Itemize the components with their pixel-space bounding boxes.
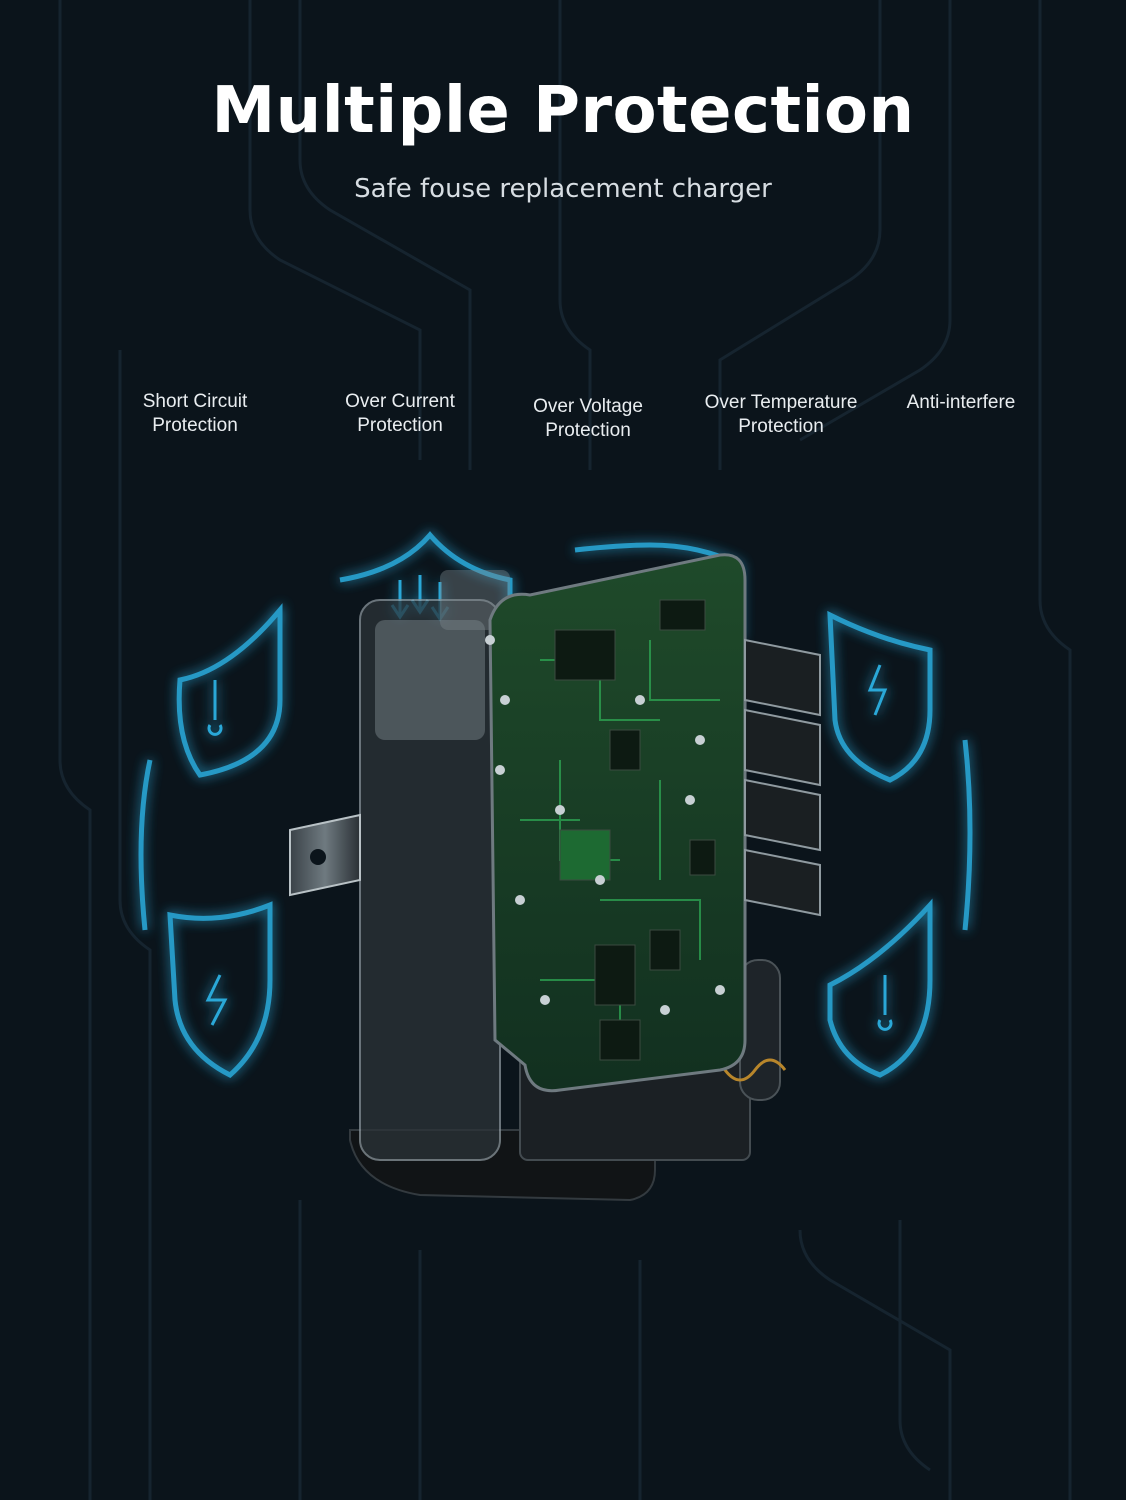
feature-label-line2: Protection: [545, 420, 631, 441]
feature-label-line2: Protection: [152, 415, 238, 436]
charger-illustration: [138, 531, 973, 1202]
shield-thermometer-icon: [176, 603, 283, 778]
feature-over-voltage: Over Voltage Protection: [493, 395, 683, 443]
feature-label-line2: Protection: [738, 416, 824, 437]
shield-lightning-icon: [827, 610, 933, 783]
feature-label-line2: Protection: [357, 415, 443, 436]
page-subtitle: Safe fouse replacement charger: [354, 174, 772, 204]
page-title: Multiple Protection: [211, 74, 915, 148]
feature-short-circuit: Short Circuit Protection: [100, 390, 290, 438]
feature-anti-interfere: Anti-interfere: [866, 391, 1056, 415]
protection-feature-list: Short Circuit Protection Over Current Pr…: [0, 390, 1126, 460]
shield-down-arrows-icon: [339, 531, 513, 640]
shield-lightning-icon: [167, 901, 273, 1078]
feature-label-line1: Short Circuit: [142, 391, 248, 412]
feature-label-line1: Over Voltage: [533, 396, 643, 417]
shield-thermometer-icon: [827, 898, 933, 1078]
usb-ports: [744, 638, 821, 917]
feature-over-temperature: Over Temperature Protection: [686, 391, 876, 439]
feature-label-line1: Anti-interfere: [906, 392, 1016, 413]
feature-label-line1: Over Current: [345, 391, 455, 412]
feature-label-line1: Over Temperature: [704, 392, 858, 413]
feature-over-current: Over Current Protection: [305, 390, 495, 438]
circuit-board: [485, 553, 747, 1093]
